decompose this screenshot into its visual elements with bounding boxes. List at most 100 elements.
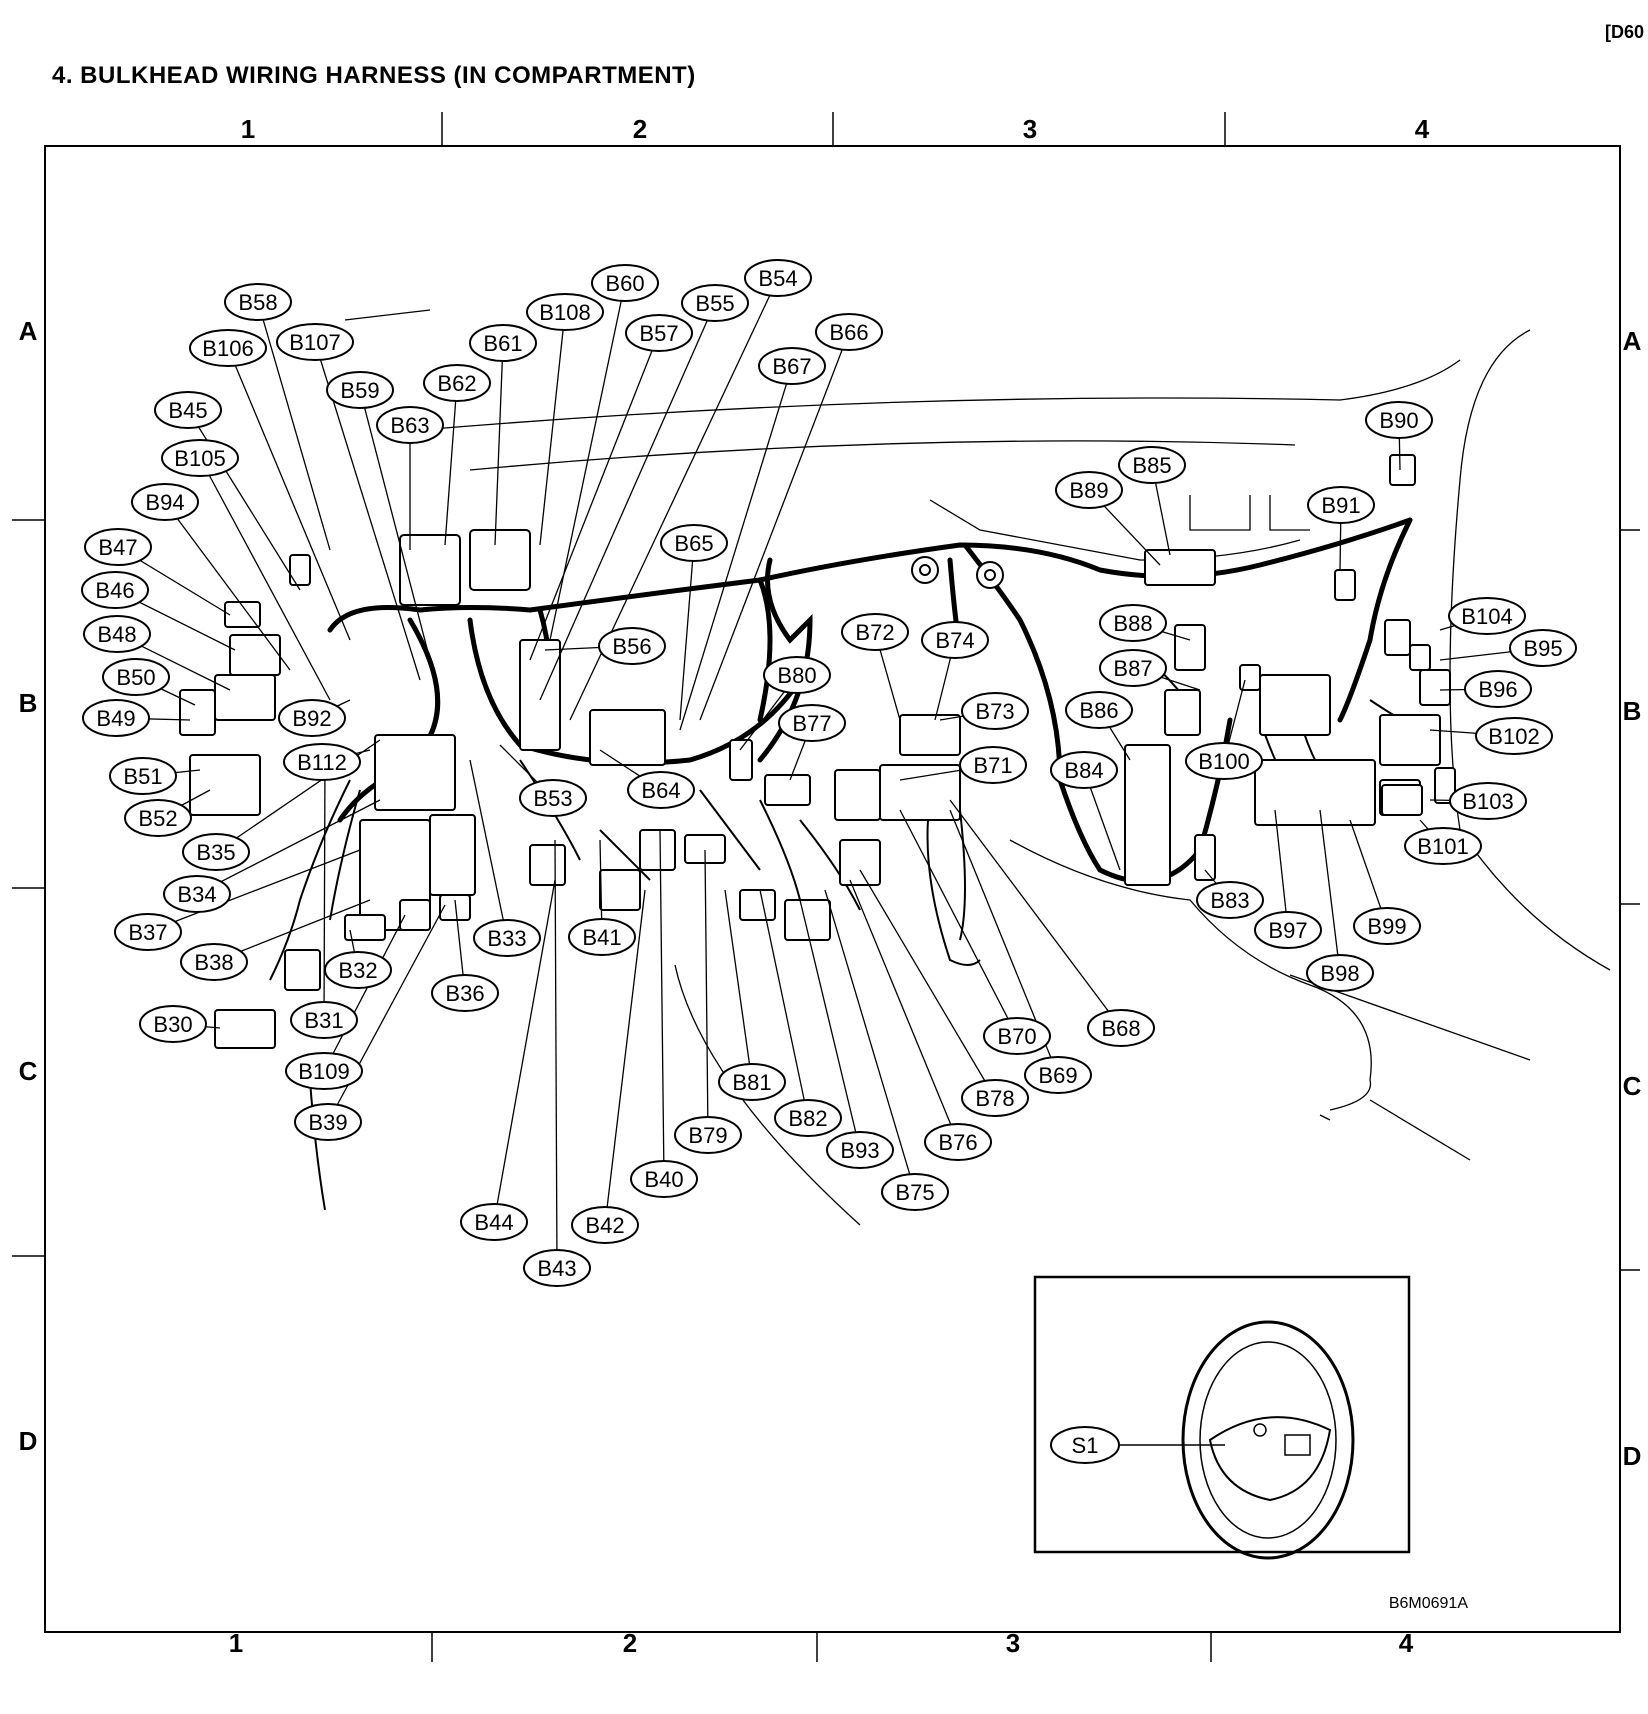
svg-text:B50: B50	[116, 665, 155, 690]
connector-label-b81: B81	[718, 1063, 786, 1101]
leader-b109	[323, 914, 406, 1072]
connector-label-b73: B73	[961, 692, 1029, 730]
connector-label-b61: B61	[469, 324, 537, 362]
connector-label-b64: B64	[627, 771, 695, 809]
svg-text:B112: B112	[297, 750, 347, 775]
svg-text:B86: B86	[1079, 698, 1118, 723]
leader-b67	[679, 365, 793, 731]
svg-text:B41: B41	[582, 925, 621, 950]
svg-text:B94: B94	[145, 490, 184, 515]
leader-b65	[679, 542, 695, 721]
inset-steering-wheel: S1	[1033, 1275, 1411, 1560]
connector-label-b71: B71	[959, 746, 1027, 784]
connector-label-b60: B60	[591, 264, 659, 302]
svg-text:B30: B30	[153, 1012, 192, 1037]
leader-b106	[227, 347, 351, 641]
connector-label-b109: B109	[285, 1052, 363, 1090]
svg-text:B90: B90	[1379, 408, 1418, 433]
leader-b58	[257, 301, 331, 551]
grid-row-left-C: C	[19, 1056, 38, 1086]
leader-b78	[859, 869, 996, 1099]
connector-label-b36: B36	[431, 974, 499, 1012]
connector-label-b82: B82	[774, 1099, 842, 1137]
grid-row-right-C: C	[1623, 1071, 1642, 1101]
connector-label-b48: B48	[83, 615, 151, 653]
svg-text:B66: B66	[829, 320, 868, 345]
svg-text:B79: B79	[688, 1123, 727, 1148]
connector-label-b76: B76	[924, 1123, 992, 1161]
connector-label-b54: B54	[744, 259, 812, 297]
svg-text:B100: B100	[1198, 749, 1249, 774]
connector-label-b43: B43	[523, 1249, 591, 1287]
svg-text:B71: B71	[973, 753, 1012, 778]
leader-b82	[759, 889, 809, 1119]
connector-label-b34: B34	[163, 875, 231, 913]
svg-text:B109: B109	[298, 1059, 349, 1084]
connector-label-b41: B41	[568, 918, 636, 956]
connector-label-b55: B55	[681, 284, 749, 322]
leader-b98	[1319, 809, 1341, 974]
svg-text:B91: B91	[1321, 493, 1360, 518]
leader-b93	[799, 899, 861, 1151]
svg-text:B70: B70	[997, 1024, 1036, 1049]
connector-label-b102: B102	[1475, 717, 1553, 755]
connector-label-b103: B103	[1449, 782, 1527, 820]
leader-b75	[824, 889, 916, 1193]
svg-text:B73: B73	[975, 699, 1014, 724]
grid-col-bottom-1: 1	[229, 1628, 243, 1658]
svg-text:B108: B108	[539, 300, 590, 325]
connector-label-b97: B97	[1254, 911, 1322, 949]
connector-label-b72: B72	[841, 613, 909, 651]
connector-label-b70: B70	[983, 1017, 1051, 1055]
connector-label-b75: B75	[881, 1173, 949, 1211]
connector-label-b96: B96	[1464, 670, 1532, 708]
svg-text:B80: B80	[777, 663, 816, 688]
svg-text:B77: B77	[792, 711, 831, 736]
leader-b68	[949, 799, 1122, 1029]
svg-text:B49: B49	[96, 706, 135, 731]
connector-label-b63: B63	[376, 406, 444, 444]
leader-b79	[704, 849, 709, 1136]
svg-text:B57: B57	[639, 321, 678, 346]
svg-text:B89: B89	[1069, 478, 1108, 503]
leader-b45	[187, 409, 301, 591]
connector-label-b98: B98	[1306, 954, 1374, 992]
connector-label-b86: B86	[1065, 691, 1133, 729]
connector-label-b66: B66	[815, 313, 883, 351]
svg-text:B93: B93	[840, 1138, 879, 1163]
connector-label-b35: B35	[182, 833, 250, 871]
connector-label-b42: B42	[571, 1206, 639, 1244]
svg-text:B63: B63	[390, 413, 429, 438]
connector-blocks	[179, 454, 1456, 1049]
svg-text:B62: B62	[437, 371, 476, 396]
svg-text:B82: B82	[788, 1106, 827, 1131]
connector-label-b40: B40	[630, 1160, 698, 1198]
svg-text:B95: B95	[1523, 636, 1562, 661]
connector-label-b33: B33	[473, 919, 541, 957]
connector-label-b83: B83	[1196, 881, 1264, 919]
leader-b42	[604, 889, 646, 1226]
svg-text:B97: B97	[1268, 918, 1307, 943]
connector-label-b37: B37	[114, 913, 182, 951]
svg-text:B44: B44	[474, 1210, 513, 1235]
connector-label-b106: B106	[189, 329, 267, 367]
svg-text:B102: B102	[1488, 724, 1539, 749]
svg-text:B52: B52	[138, 806, 177, 831]
connector-label-b58: B58	[224, 283, 292, 321]
leader-b66	[699, 331, 850, 721]
connector-label-b47: B47	[84, 528, 152, 566]
connector-label-b50: B50	[102, 658, 170, 696]
svg-text:B33: B33	[487, 926, 526, 951]
svg-text:B107: B107	[289, 330, 340, 355]
connector-label-b85: B85	[1118, 446, 1186, 484]
svg-text:B72: B72	[855, 620, 894, 645]
connector-label-b104: B104	[1448, 597, 1526, 635]
svg-text:B88: B88	[1113, 611, 1152, 636]
connector-label-b105: B105	[161, 439, 239, 477]
svg-text:B98: B98	[1320, 961, 1359, 986]
svg-text:B32: B32	[338, 958, 377, 983]
svg-text:B45: B45	[168, 398, 207, 423]
svg-text:S1: S1	[1072, 1433, 1099, 1458]
leader-b34	[196, 799, 381, 895]
